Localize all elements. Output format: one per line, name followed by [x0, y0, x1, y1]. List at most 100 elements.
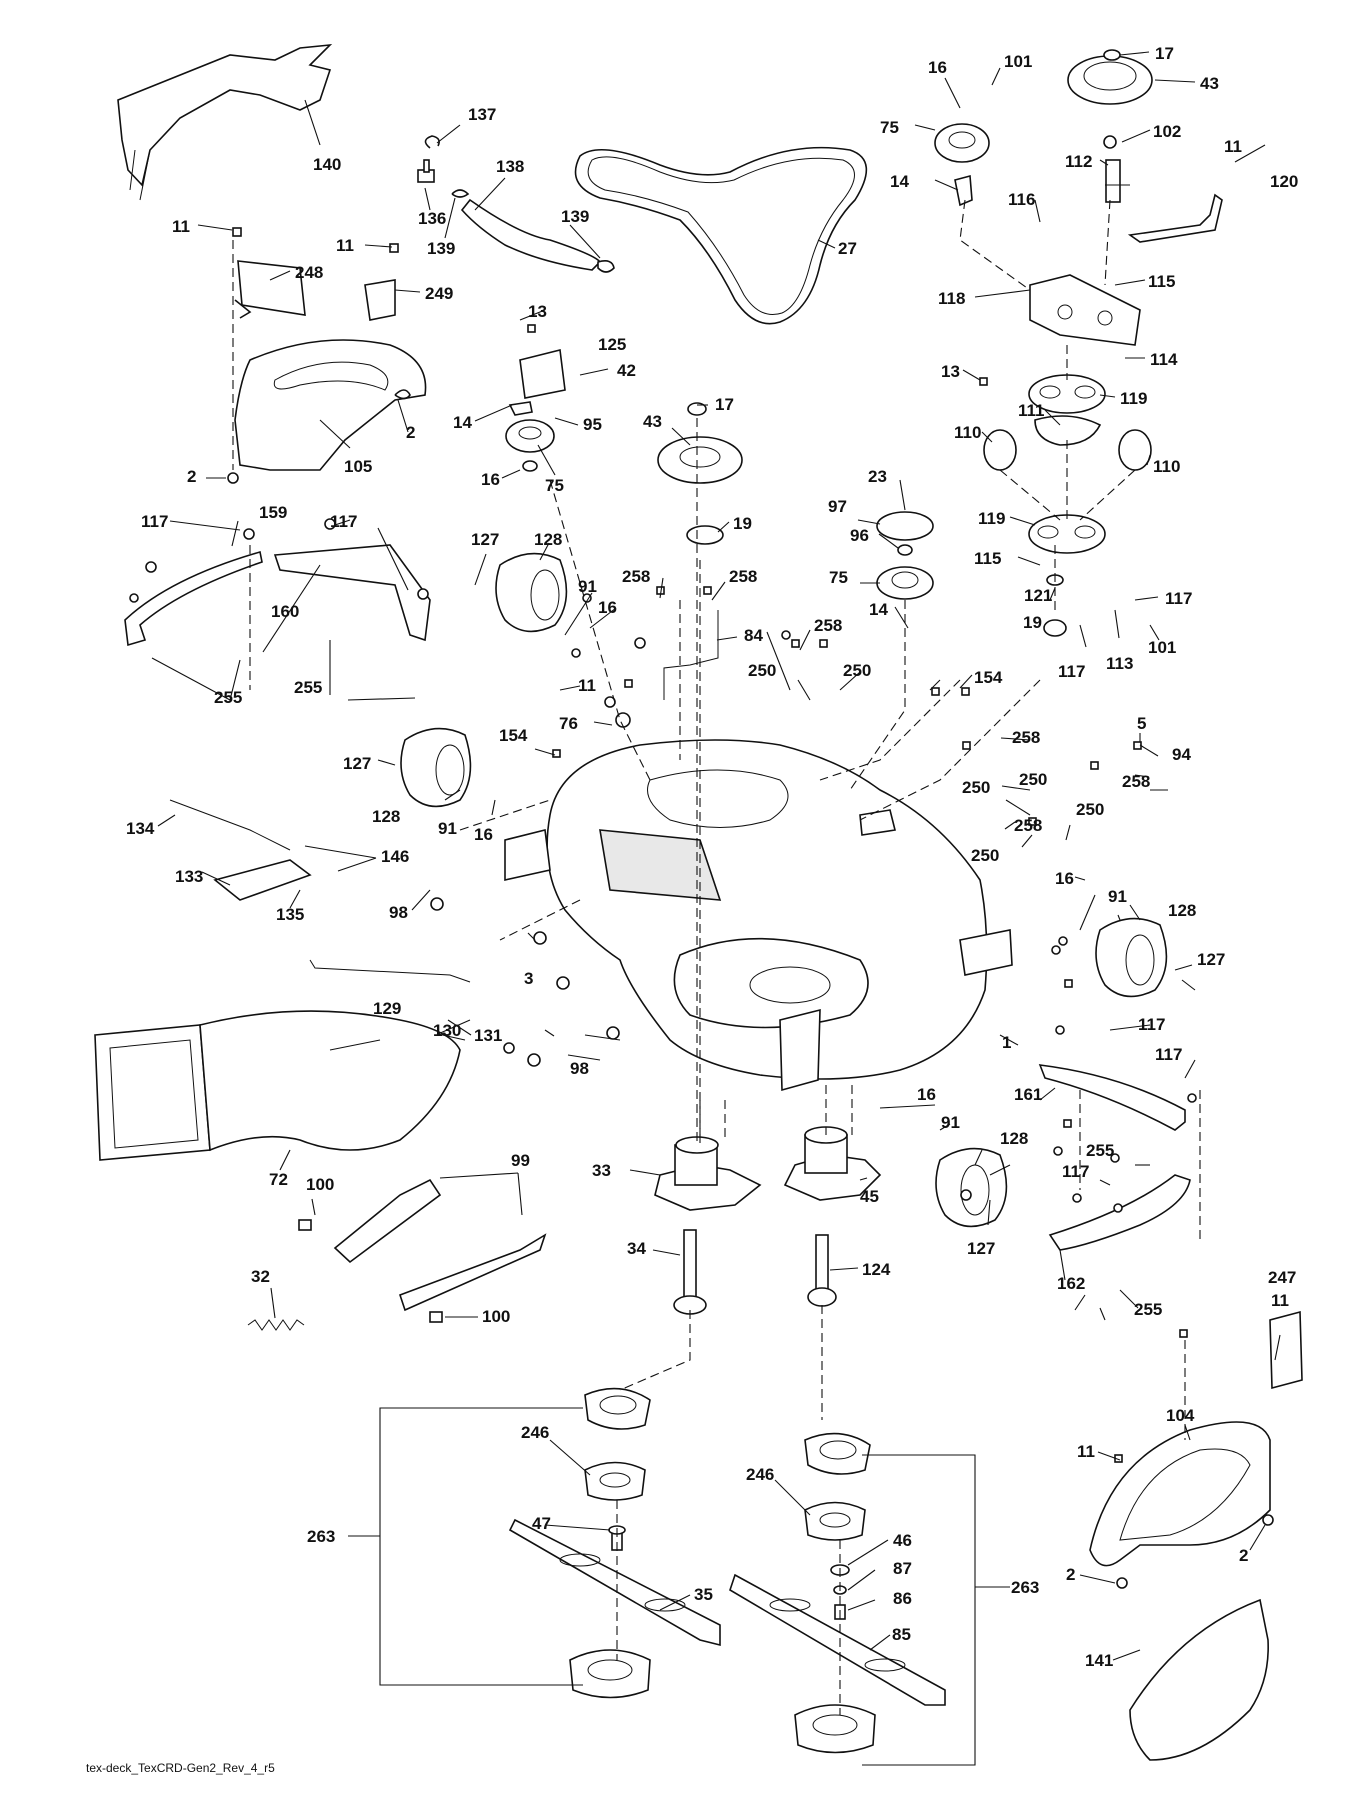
part-label: 85 — [892, 1625, 911, 1644]
part-label: 255 — [214, 688, 242, 707]
group-brackets — [348, 1407, 1010, 1766]
bolts — [129, 227, 1274, 1589]
part-label: 258 — [729, 567, 757, 586]
part-label: 128 — [1000, 1129, 1028, 1148]
part-label: 258 — [1014, 816, 1042, 835]
part-label: 128 — [372, 807, 400, 826]
part-label: 250 — [971, 846, 999, 865]
part-label: 2 — [187, 467, 196, 486]
part-label: 263 — [1011, 1578, 1039, 1597]
part-label: 247 — [1268, 1268, 1296, 1287]
part-label: 134 — [126, 819, 155, 838]
part-label: 13 — [528, 302, 547, 321]
part-label: 14 — [453, 413, 472, 432]
part-label: 101 — [1004, 52, 1032, 71]
part-label: 135 — [276, 905, 304, 924]
part-label: 255 — [1134, 1300, 1162, 1319]
part-label: 1 — [1002, 1033, 1011, 1052]
part-label: 2 — [406, 423, 415, 442]
part-label: 124 — [862, 1260, 891, 1279]
part-label: 129 — [373, 999, 401, 1018]
part-label: 100 — [482, 1307, 510, 1326]
part-label: 128 — [1168, 901, 1196, 920]
part-label: 2 — [1239, 1546, 1248, 1565]
part-label: 91 — [578, 577, 597, 596]
assembly-lines — [232, 199, 1201, 1715]
part-label: 130 — [433, 1021, 461, 1040]
part-label: 47 — [532, 1514, 551, 1533]
part-label: 249 — [425, 284, 453, 303]
part-drawings — [94, 43, 1303, 1761]
part-label: 16 — [481, 470, 500, 489]
part-label: 120 — [1270, 172, 1298, 191]
part-label: 159 — [259, 503, 287, 522]
part-label: 117 — [141, 512, 168, 531]
part-label: 118 — [938, 289, 965, 308]
part-label: 250 — [1019, 770, 1047, 789]
part-label: 119 — [1120, 389, 1147, 408]
part-label: 46 — [893, 1531, 912, 1550]
part-label: 11 — [1077, 1442, 1095, 1461]
part-label: 27 — [838, 239, 857, 258]
part-label: 96 — [850, 526, 869, 545]
part-label: 42 — [617, 361, 636, 380]
part-label: 11 — [336, 236, 354, 255]
part-label: 100 — [306, 1175, 334, 1194]
part-label: 139 — [561, 207, 589, 226]
part-label: 91 — [941, 1113, 960, 1132]
part-label: 160 — [271, 602, 299, 621]
part-label: 11 — [1271, 1291, 1289, 1310]
part-label: 250 — [962, 778, 990, 797]
part-label: 104 — [1166, 1406, 1195, 1425]
part-label: 250 — [748, 661, 776, 680]
part-label: 137 — [468, 105, 496, 124]
part-label: 32 — [251, 1267, 270, 1286]
part-label: 17 — [715, 395, 734, 414]
part-label: 117 — [1155, 1045, 1182, 1064]
part-label: 258 — [1012, 728, 1040, 747]
part-label: 136 — [418, 209, 446, 228]
part-label: 3 — [524, 969, 533, 988]
part-label: 34 — [627, 1239, 646, 1258]
part-label: 110 — [1153, 457, 1180, 476]
part-label: 131 — [474, 1026, 502, 1045]
part-label: 11 — [1224, 137, 1242, 156]
part-label: 75 — [880, 118, 899, 137]
part-label: 119 — [978, 509, 1005, 528]
part-label: 115 — [1148, 272, 1175, 291]
part-label: 72 — [269, 1170, 288, 1189]
part-label: 114 — [1150, 350, 1178, 369]
part-label: 98 — [570, 1059, 589, 1078]
part-label: 111 — [1018, 401, 1045, 420]
part-label: 141 — [1085, 1651, 1113, 1670]
part-label: 248 — [295, 263, 323, 282]
part-label: 102 — [1153, 122, 1181, 141]
part-label: 98 — [389, 903, 408, 922]
part-label: 161 — [1014, 1085, 1042, 1104]
part-label: 127 — [343, 754, 371, 773]
part-label: 35 — [694, 1585, 713, 1604]
part-label: 139 — [427, 239, 455, 258]
part-label: 5 — [1137, 714, 1146, 733]
part-label: 16 — [474, 825, 493, 844]
leader-lines — [151, 51, 1281, 1661]
part-label: 162 — [1057, 1274, 1085, 1293]
part-labels: 140 137 136 139 138 139 27 11 248 11 249… — [126, 44, 1298, 1670]
part-label: 43 — [643, 412, 662, 431]
part-label: 146 — [381, 847, 409, 866]
part-label: 43 — [1200, 74, 1219, 93]
part-label: 117 — [1138, 1015, 1165, 1034]
part-label: 16 — [917, 1085, 936, 1104]
part-label: 263 — [307, 1527, 335, 1546]
part-label: 138 — [496, 157, 524, 176]
part-label: 250 — [1076, 800, 1104, 819]
part-label: 91 — [1108, 887, 1127, 906]
part-label: 99 — [511, 1151, 530, 1170]
part-label: 13 — [941, 362, 960, 381]
part-label: 255 — [1086, 1141, 1114, 1160]
part-label: 258 — [814, 616, 842, 635]
part-label: 84 — [744, 626, 763, 645]
part-label: 127 — [471, 530, 499, 549]
part-label: 17 — [1155, 44, 1174, 63]
